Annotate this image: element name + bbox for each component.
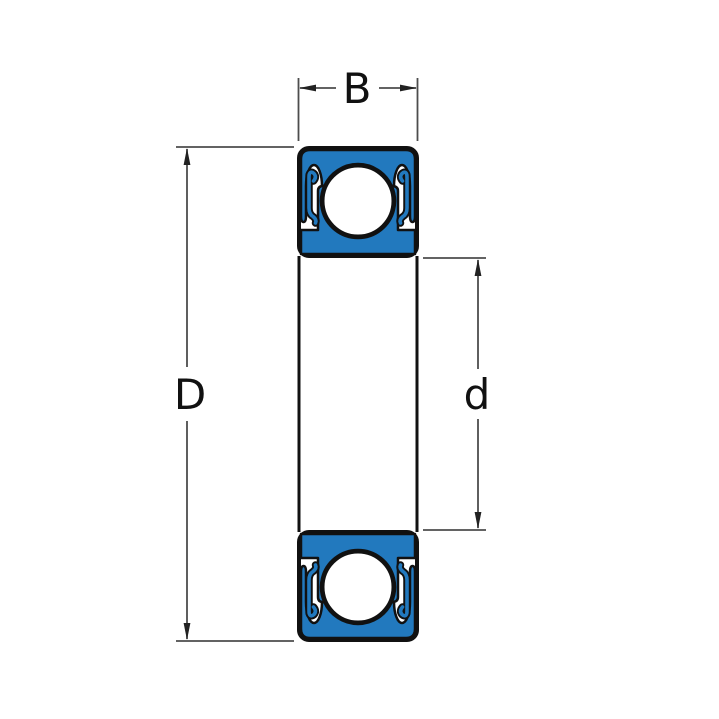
dim-d-bore-label: d <box>464 370 491 419</box>
dimension-outer-diameter-d: D <box>174 146 294 642</box>
dimension-bore-diameter-d: d <box>423 257 491 531</box>
dim-d-outer-label: D <box>174 370 206 419</box>
dim-b-arrow-right <box>400 84 417 92</box>
dim-b-label: B <box>343 64 372 113</box>
dim-d-outer-arrow-up <box>183 148 191 165</box>
bearing-top-section <box>299 148 417 256</box>
dim-d-bore-arrow-up <box>474 259 482 276</box>
dim-d-outer-arrow-down <box>183 623 191 640</box>
dim-b-arrow-left <box>299 84 316 92</box>
bearing-bottom-section <box>299 532 417 640</box>
dim-d-bore-arrow-down <box>474 512 482 529</box>
dimension-width-b: B <box>297 64 419 141</box>
